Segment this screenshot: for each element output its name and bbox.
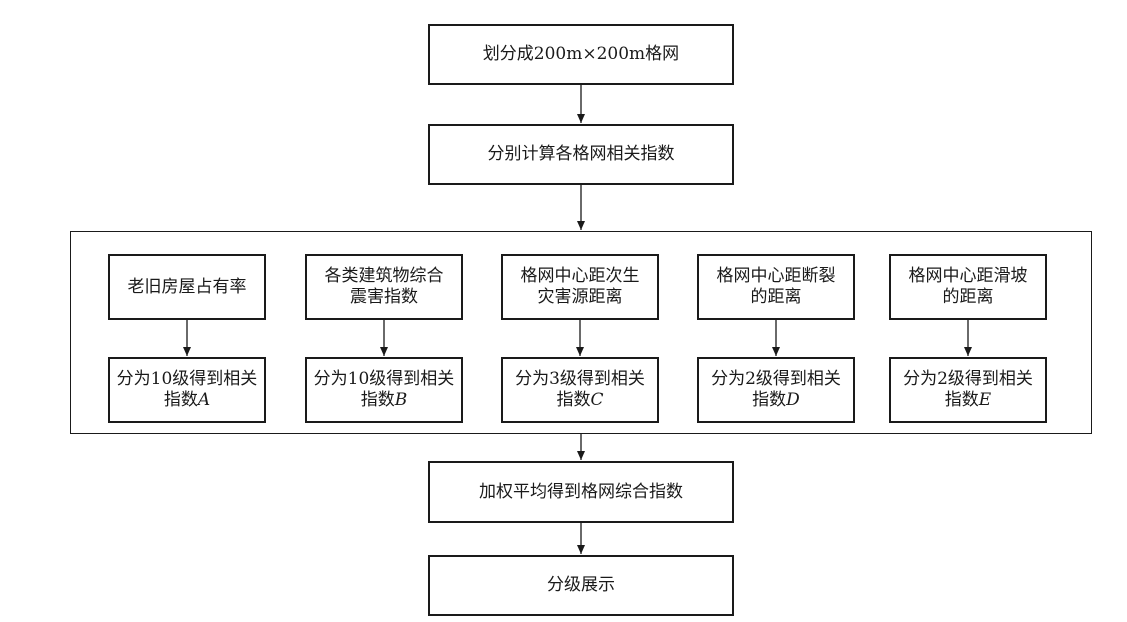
step-grid-division: 划分成200m×200m格网 [428,24,734,85]
factor-landslide-distance-line2: 的距离 [942,287,994,307]
factor-index-c: 分为3级得到相关 指数C [501,357,659,423]
factor-index-b: 分为10级得到相关 指数B [305,357,463,423]
step-calc-indices-label: 分别计算各格网相关指数 [487,144,675,164]
factor-secondary-hazard: 格网中心距次生 灾害源距离 [501,254,659,320]
factor-index-e-line2: 指数E [944,390,992,410]
factor-landslide-distance: 格网中心距滑坡 的距离 [889,254,1047,320]
factor-secondary-hazard-line2: 灾害源距离 [537,287,623,307]
factor-index-a-line2: 指数A [163,390,211,410]
step-graded-display-label: 分级展示 [547,575,615,595]
factor-building-damage-line1: 各类建筑物综合 [324,266,444,286]
factor-index-b-line2: 指数B [360,390,408,410]
factor-old-housing-label: 老旧房屋占有率 [127,276,247,297]
factor-index-c-line1: 分为3级得到相关 [515,369,645,389]
factor-index-a-line1: 分为10级得到相关 [116,369,258,389]
factor-fault-distance-line1: 格网中心距断裂 [716,266,836,286]
factor-index-d-line1: 分为2级得到相关 [711,369,841,389]
factor-index-d-line2: 指数D [752,390,800,410]
factor-building-damage-line2: 震害指数 [350,287,418,307]
factor-index-d: 分为2级得到相关 指数D [697,357,855,423]
step-weighted-average-label: 加权平均得到格网综合指数 [479,481,683,502]
factor-index-c-line2: 指数C [556,390,604,410]
step-calc-indices: 分别计算各格网相关指数 [428,124,734,185]
factor-fault-distance-line2: 的距离 [750,287,802,307]
factor-building-damage: 各类建筑物综合 震害指数 [305,254,463,320]
factor-landslide-distance-line1: 格网中心距滑坡 [908,266,1028,286]
factor-index-e: 分为2级得到相关 指数E [889,357,1047,423]
factor-index-b-line1: 分为10级得到相关 [313,369,455,389]
factor-index-e-line1: 分为2级得到相关 [903,369,1033,389]
factor-secondary-hazard-line1: 格网中心距次生 [520,266,640,286]
step-weighted-average: 加权平均得到格网综合指数 [428,461,734,523]
step-grid-division-label: 划分成200m×200m格网 [482,44,680,64]
factor-index-a: 分为10级得到相关 指数A [108,357,266,423]
factor-group-frame [70,231,1092,434]
factor-old-housing: 老旧房屋占有率 [108,254,266,320]
factor-fault-distance: 格网中心距断裂 的距离 [697,254,855,320]
step-graded-display: 分级展示 [428,555,734,616]
